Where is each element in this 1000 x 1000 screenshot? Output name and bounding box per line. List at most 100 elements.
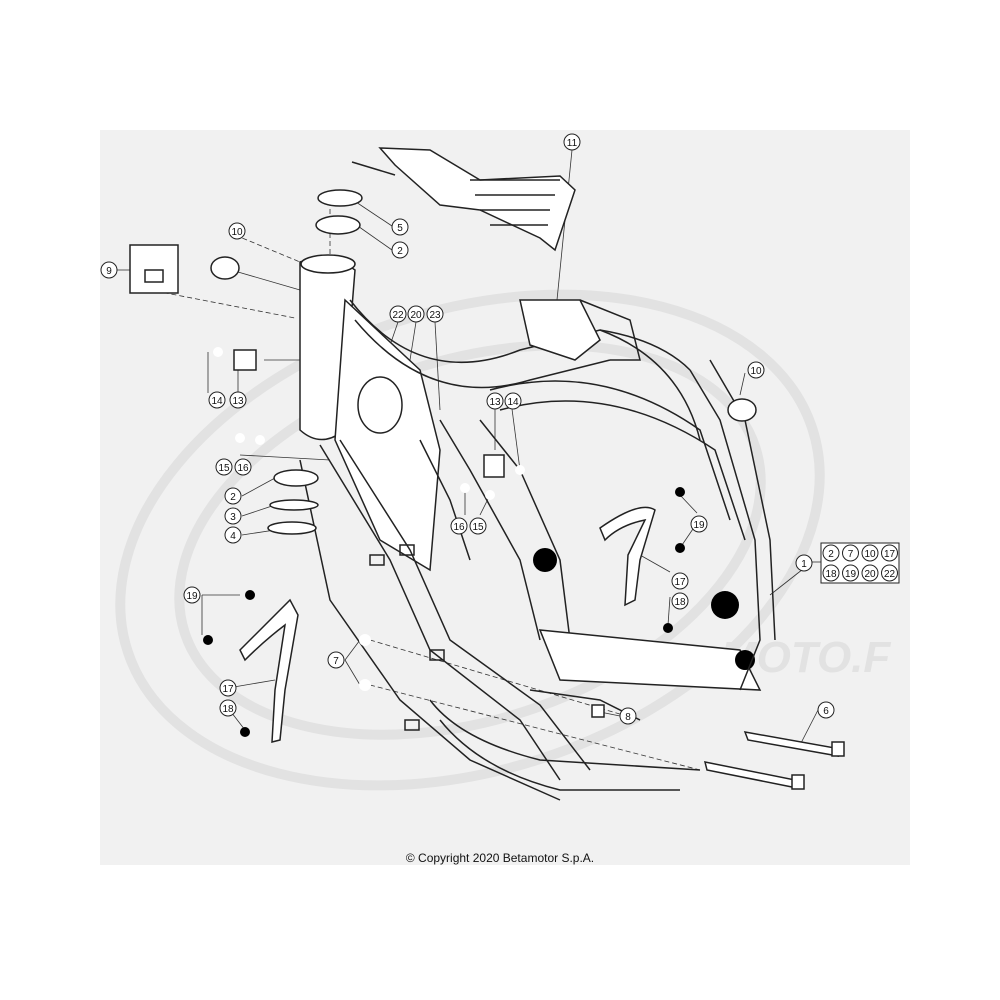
svg-text:17: 17 <box>674 577 686 588</box>
svg-text:18: 18 <box>674 597 686 608</box>
svg-text:4: 4 <box>230 531 236 542</box>
svg-text:5: 5 <box>397 223 403 234</box>
head-tube-top <box>300 254 356 274</box>
svg-text:15: 15 <box>472 522 484 533</box>
svg-text:16: 16 <box>453 522 465 533</box>
svg-text:22: 22 <box>392 310 404 321</box>
callout-8: 8 <box>619 707 637 725</box>
callout-18-right: 18 <box>671 592 689 610</box>
callout-13-left: 13 <box>229 391 247 409</box>
svg-text:11: 11 <box>567 138 578 149</box>
svg-text:19: 19 <box>693 520 705 531</box>
callout-18-left: 18 <box>219 699 237 717</box>
callout-2-top: 2 <box>391 241 409 259</box>
svg-text:20: 20 <box>410 310 422 321</box>
callout-14-left: 14 <box>208 391 226 409</box>
svg-text:2: 2 <box>397 246 403 257</box>
part-3-washer <box>269 499 319 511</box>
loose-parts <box>129 147 845 790</box>
part-17-bracket-right <box>599 506 656 607</box>
svg-text:18: 18 <box>222 704 234 715</box>
callout-17-right: 17 <box>671 572 689 590</box>
main-spar <box>439 419 541 641</box>
svg-text:13: 13 <box>489 397 501 408</box>
gusset-hole <box>357 376 403 434</box>
part-4-seal <box>267 521 317 535</box>
callout-10-right: 10 <box>747 361 765 379</box>
callout-15-left: 15 <box>215 458 233 476</box>
callout-23: 23 <box>426 305 444 323</box>
part-11-plate <box>378 147 576 252</box>
part-17-bracket-left <box>239 598 299 743</box>
svg-text:10: 10 <box>231 227 243 238</box>
callout-16-middle: 16 <box>450 517 468 535</box>
part-2-bearing-top <box>315 215 361 235</box>
callout-17-left: 17 <box>219 679 237 697</box>
part-6-bolt-lower <box>703 761 799 789</box>
svg-text:18: 18 <box>825 569 837 580</box>
svg-text:10: 10 <box>750 366 762 377</box>
svg-text:2: 2 <box>828 549 834 560</box>
part-6-bolt-upper <box>743 731 840 757</box>
svg-text:20: 20 <box>864 569 876 580</box>
callout-20: 20 <box>407 305 425 323</box>
callout-14-middle: 14 <box>504 392 522 410</box>
part-2-bearing-bottom <box>273 469 319 487</box>
svg-text:13: 13 <box>232 396 244 407</box>
svg-text:17: 17 <box>884 549 896 560</box>
rear-shock-mount <box>519 299 601 361</box>
callouts: 11 5 2 10 9 22 20 23 10 14 13 13 14 15 1… <box>100 133 835 725</box>
frame-gusset <box>334 298 441 572</box>
part-10-clamp-left <box>210 256 240 280</box>
callout-19-right: 19 <box>690 515 708 533</box>
kit-item-19: 19 <box>842 564 859 582</box>
callout-15-middle: 15 <box>469 517 487 535</box>
callout-4: 4 <box>224 526 242 544</box>
part-13-spacer <box>233 349 257 371</box>
kit-item-20: 20 <box>861 564 879 582</box>
svg-text:23: 23 <box>429 310 441 321</box>
callout-1: 1 <box>795 554 813 572</box>
callout-13-middle: 13 <box>486 392 504 410</box>
part-5-dust-seal <box>317 189 363 207</box>
part-10-clamp-right <box>727 398 757 422</box>
callout-7: 7 <box>327 651 345 669</box>
callout-2-bottom: 2 <box>224 487 242 505</box>
kit-item-2: 2 <box>822 544 840 562</box>
motorcycle-frame <box>299 254 776 801</box>
callout-5: 5 <box>391 218 409 236</box>
svg-text:16: 16 <box>237 463 249 474</box>
svg-text:14: 14 <box>507 397 519 408</box>
lower-cradle <box>429 699 701 771</box>
part-9-key-box <box>129 244 179 294</box>
svg-text:15: 15 <box>218 463 230 474</box>
callout-11: 11 <box>563 133 581 151</box>
svg-text:7: 7 <box>333 656 339 667</box>
callout-9: 9 <box>100 261 118 279</box>
kit-item-7: 7 <box>842 544 859 562</box>
svg-text:9: 9 <box>106 266 112 277</box>
callout-22: 22 <box>389 305 407 323</box>
callout-6: 6 <box>817 701 835 719</box>
kit-items: 2 7 10 17 18 19 20 22 <box>822 544 898 582</box>
svg-text:2: 2 <box>230 492 236 503</box>
callout-16-left: 16 <box>234 458 252 476</box>
lower-crossmember <box>538 629 762 691</box>
svg-text:3: 3 <box>230 512 236 523</box>
kit-item-17: 17 <box>881 544 898 562</box>
svg-text:7: 7 <box>848 549 854 560</box>
kit-item-18: 18 <box>822 564 840 582</box>
callout-19-left: 19 <box>183 586 201 604</box>
svg-text:19: 19 <box>845 569 857 580</box>
watermark-logo: MOTO.F <box>115 289 891 791</box>
svg-text:17: 17 <box>222 684 234 695</box>
copyright-text: © Copyright 2020 Betamotor S.p.A. <box>405 851 595 865</box>
svg-text:6: 6 <box>823 706 829 717</box>
top-tube-left <box>349 299 691 371</box>
svg-text:22: 22 <box>884 569 896 580</box>
down-tube-right <box>339 439 591 771</box>
svg-text:10: 10 <box>864 549 876 560</box>
svg-text:14: 14 <box>211 396 223 407</box>
svg-text:1: 1 <box>801 559 807 570</box>
